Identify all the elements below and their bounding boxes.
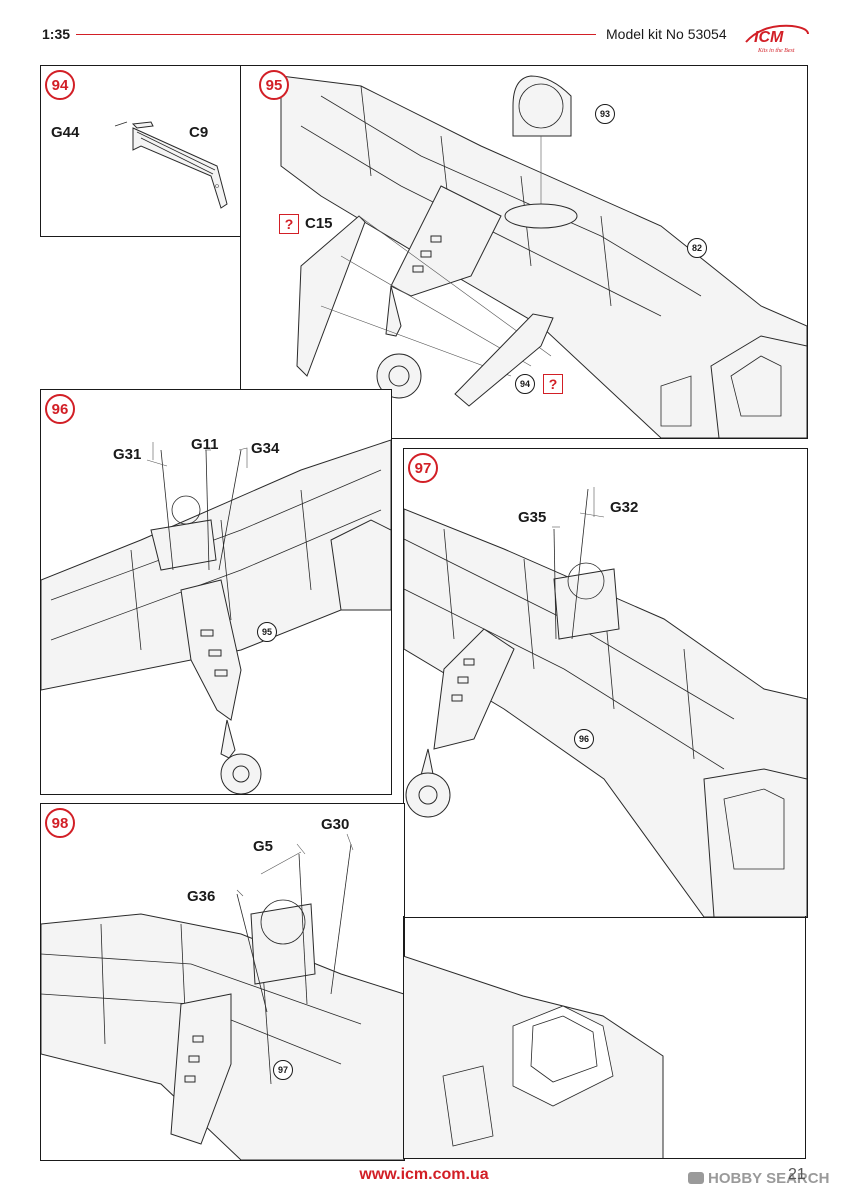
step-97-badge: 97: [408, 453, 438, 483]
step-96-drawing: [41, 439, 391, 794]
scale-label: 1:35: [42, 26, 71, 42]
step-95-badge: 95: [259, 70, 289, 100]
part-g5-label: G5: [253, 838, 274, 855]
watermark: HOBBY SEARCH: [688, 1170, 829, 1187]
step-98-nose-drawing: [403, 955, 664, 1159]
step-95-panel: 95 ? C15 93 82 94 ?: [240, 65, 808, 439]
step-97-panel: 97 G35 G32 96: [403, 448, 808, 918]
camera-icon: [688, 1172, 704, 1184]
ref-step-96: 96: [574, 729, 594, 749]
watermark-text: HOBBY SEARCH: [708, 1170, 830, 1187]
question-marker: ?: [279, 214, 299, 234]
step-94-drawing: [114, 121, 228, 209]
logo-tagline: Kits in the Best: [757, 48, 795, 54]
ref-step-94: 94: [515, 374, 535, 394]
question-marker: ?: [543, 374, 563, 394]
logo-text: ICM: [754, 29, 784, 46]
step-94-badge: 94: [45, 70, 75, 100]
kit-number: Model kit No 53054: [606, 26, 727, 42]
step-96-badge: 96: [45, 394, 75, 424]
part-g44-label: G44: [51, 124, 80, 141]
part-c15-label: C15: [305, 215, 333, 232]
step-96-panel: 96 G31 G11 G34 95: [40, 389, 392, 795]
part-g30-label: G30: [321, 816, 350, 833]
part-g32-label: G32: [610, 499, 639, 516]
header-rule: [76, 34, 596, 35]
part-g31-label: G31: [113, 446, 142, 463]
part-g35-label: G35: [518, 509, 547, 526]
step-98-panel-extension: [403, 916, 806, 1159]
step-98-badge: 98: [45, 808, 75, 838]
step-95-drawing: [280, 75, 807, 438]
page-number: 21: [788, 1166, 806, 1183]
step-98-drawing: [41, 833, 404, 1160]
ref-step-93: 93: [595, 104, 615, 124]
footer-url[interactable]: www.icm.com.ua: [359, 1166, 489, 1183]
ref-step-97: 97: [273, 1060, 293, 1080]
ref-step-82: 82: [687, 238, 707, 258]
step-98-panel: 98 G30 G5 G36 97: [40, 803, 405, 1161]
step-94-panel: 94 G44 C9: [40, 65, 242, 237]
part-c9-label: C9: [189, 124, 209, 141]
ref-step-95: 95: [257, 622, 277, 642]
part-g36-label: G36: [187, 888, 216, 905]
step-97-drawing: [404, 487, 807, 917]
icm-logo: ICM Kits in the Best: [745, 24, 809, 54]
part-g11-label: G11: [191, 436, 219, 453]
part-g34-label: G34: [251, 440, 280, 457]
